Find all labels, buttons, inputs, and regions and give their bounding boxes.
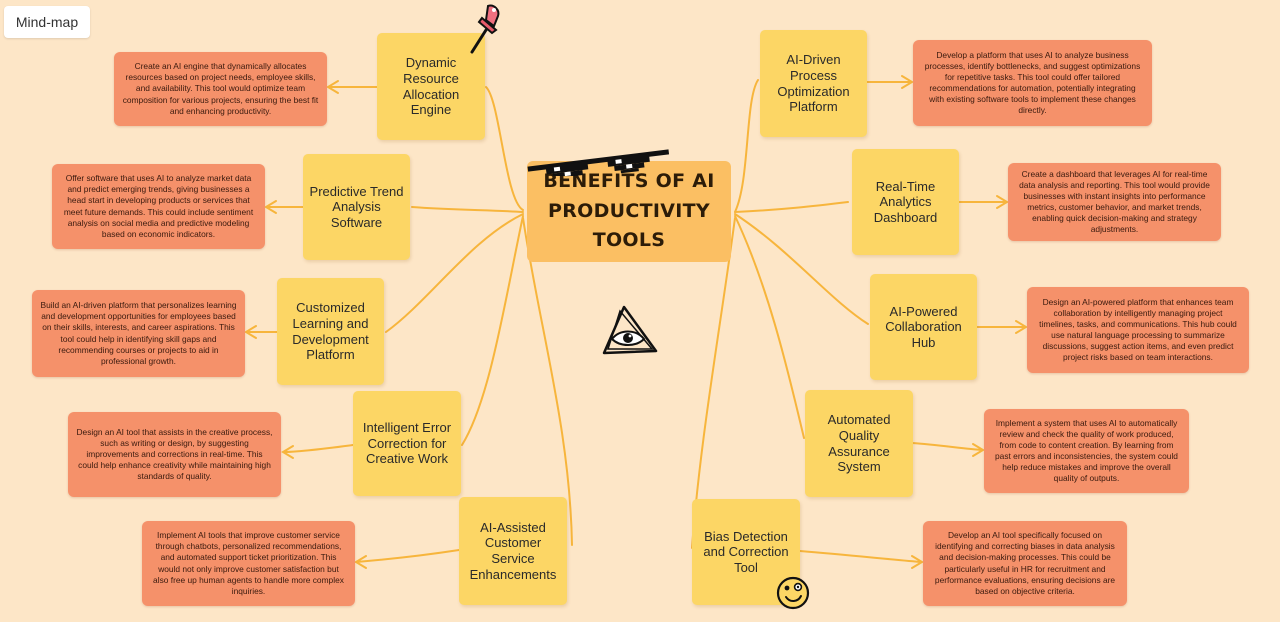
- connector-bias-desc: [799, 550, 924, 569]
- connector-center-process: [734, 79, 759, 213]
- connector-center-predictive: [411, 206, 524, 213]
- central-topic-line2: PRODUCTIVITY TOOLS: [548, 199, 710, 252]
- sticky-title: AI-Assisted Customer Service Enhancement…: [469, 519, 557, 582]
- description-bias-detection[interactable]: Develop an AI tool specifically focused …: [923, 521, 1127, 606]
- connector-center-service: [522, 217, 573, 546]
- connector-learning-desc: [244, 325, 278, 339]
- sticky-process-optimization[interactable]: AI-Driven Process Optimization Platform: [760, 30, 867, 137]
- connector-qa-desc: [911, 442, 985, 457]
- sticky-collaboration-hub[interactable]: AI-Powered Collaboration Hub: [870, 274, 977, 380]
- connector-process-desc: [865, 75, 914, 89]
- sticky-customer-service[interactable]: AI-Assisted Customer Service Enhancement…: [459, 497, 567, 605]
- connector-predictive-desc: [264, 200, 304, 214]
- description-predictive-trend[interactable]: Offer software that uses AI to analyze m…: [52, 164, 265, 249]
- description-text: Create an AI engine that dynamically all…: [122, 61, 319, 116]
- pixel-sunglasses-icon: [527, 149, 669, 176]
- description-text: Develop an AI tool specifically focused …: [934, 530, 1116, 596]
- sticky-title: Automated Quality Assurance System: [827, 412, 891, 475]
- sticky-realtime-analytics[interactable]: Real-Time Analytics Dashboard: [852, 149, 959, 255]
- description-customer-service[interactable]: Implement AI tools that improve customer…: [142, 521, 355, 606]
- sticky-title: AI-Driven Process Optimization Platform: [777, 52, 850, 115]
- central-topic[interactable]: BENEFITS OF AI PRODUCTIVITY TOOLS: [527, 161, 731, 262]
- pushpin-icon: [470, 4, 500, 54]
- connector-analytics-desc: [957, 195, 1009, 209]
- central-topic-line1: BENEFITS OF AI: [543, 170, 715, 193]
- sticky-predictive-trend[interactable]: Predictive Trend Analysis Software: [303, 154, 410, 260]
- sticky-error-correction[interactable]: Intelligent Error Correction for Creativ…: [353, 391, 461, 496]
- description-text: Build an AI-driven platform that persona…: [40, 300, 237, 366]
- description-text: Implement AI tools that improve customer…: [153, 530, 344, 596]
- description-customized-learning[interactable]: Build an AI-driven platform that persona…: [32, 290, 245, 377]
- description-dynamic-resource[interactable]: Create an AI engine that dynamically all…: [114, 52, 327, 126]
- eye-triangle-icon: [602, 305, 658, 355]
- description-text: Implement a system that uses AI to autom…: [995, 417, 1178, 484]
- description-text: Design an AI tool that assists in the cr…: [76, 426, 273, 482]
- sticky-title: Predictive Trend Analysis Software: [309, 183, 404, 230]
- sticky-title: AI-Powered Collaboration Hub: [885, 303, 962, 350]
- description-process-optimization[interactable]: Develop a platform that uses AI to analy…: [913, 40, 1152, 126]
- description-text: Develop a platform that uses AI to analy…: [924, 49, 1141, 116]
- connector-center-error: [461, 215, 524, 446]
- description-realtime-analytics[interactable]: Create a dashboard that leverages AI for…: [1008, 163, 1221, 241]
- sticky-quality-assurance[interactable]: Automated Quality Assurance System: [805, 390, 913, 497]
- sticky-dynamic-resource[interactable]: Dynamic Resource Allocation Engine: [377, 33, 485, 140]
- description-text: Design an AI-powered platform that enhan…: [1039, 296, 1237, 363]
- connector-error-desc: [281, 444, 354, 459]
- connector-service-desc: [354, 549, 460, 569]
- sticky-title: Bias Detection and Correction Tool: [703, 528, 789, 575]
- connector-center-qa: [734, 215, 805, 439]
- connector-center-learning: [385, 213, 524, 333]
- smiley-doodle-icon: [776, 576, 810, 610]
- mind-map-tab[interactable]: Mind-map: [4, 6, 90, 38]
- description-text: Offer software that uses AI to analyze m…: [63, 173, 254, 239]
- connector-center-analytics: [734, 201, 849, 213]
- connector-dynamic-desc: [326, 80, 378, 94]
- connector-collab-desc: [976, 320, 1028, 334]
- sticky-title: Intelligent Error Correction for Creativ…: [362, 420, 452, 467]
- sticky-bias-detection[interactable]: Bias Detection and Correction Tool: [692, 499, 800, 605]
- sticky-title: Real-Time Analytics Dashboard: [873, 178, 938, 225]
- sticky-title: Dynamic Resource Allocation Engine: [402, 55, 460, 118]
- description-quality-assurance[interactable]: Implement a system that uses AI to autom…: [984, 409, 1189, 493]
- connector-center-dynamic: [485, 86, 524, 211]
- description-error-correction[interactable]: Design an AI tool that assists in the cr…: [68, 412, 281, 497]
- sticky-customized-learning[interactable]: Customized Learning and Development Plat…: [277, 278, 384, 385]
- connector-center-collab: [734, 213, 869, 325]
- description-collaboration-hub[interactable]: Design an AI-powered platform that enhan…: [1027, 287, 1249, 373]
- sticky-title: Customized Learning and Development Plat…: [292, 300, 369, 363]
- description-text: Create a dashboard that leverages AI for…: [1019, 168, 1210, 235]
